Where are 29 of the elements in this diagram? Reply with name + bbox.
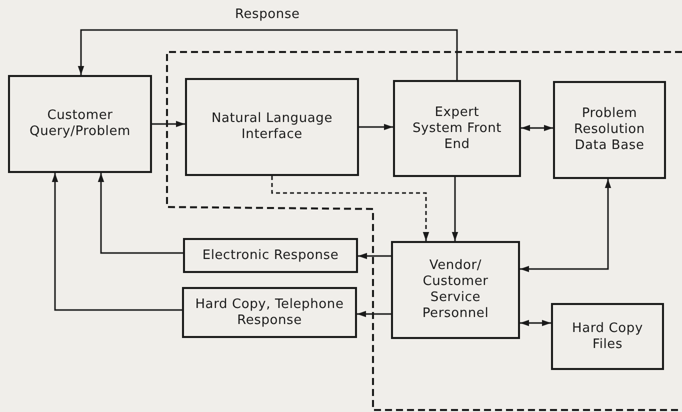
arrow <box>358 252 391 260</box>
box-label: Problem Resolution Data Base <box>573 106 646 154</box>
arrow <box>98 173 183 254</box>
process-box <box>183 238 358 273</box>
box-label: Customer Query/Problem <box>28 108 132 140</box>
arrow <box>520 179 612 272</box>
arrow <box>52 173 182 311</box>
arrow <box>152 120 185 128</box>
process-box <box>553 81 666 179</box>
process-box <box>185 78 359 176</box>
box-label: Vendor/ Customer Service Personnel <box>421 258 490 322</box>
arrow <box>271 176 430 241</box>
arrow <box>78 29 458 80</box>
box-label: Expert System Front End <box>412 104 502 152</box>
arrow <box>357 310 391 318</box>
box-label: Hard Copy Files <box>571 320 644 352</box>
process-box <box>182 287 357 338</box>
process-box <box>391 241 520 339</box>
process-box <box>551 303 664 370</box>
edge-label: Response <box>233 7 302 22</box>
arrow <box>359 124 393 130</box>
box-label: Natural Language Interface <box>210 111 334 143</box>
process-box <box>393 80 521 177</box>
arrow <box>521 124 553 132</box>
box-label: Electronic Response <box>202 248 339 264</box>
box-label: Hard Copy, Telephone Response <box>194 296 345 328</box>
process-box <box>8 75 152 173</box>
arrow <box>520 320 551 326</box>
arrow <box>452 177 458 241</box>
